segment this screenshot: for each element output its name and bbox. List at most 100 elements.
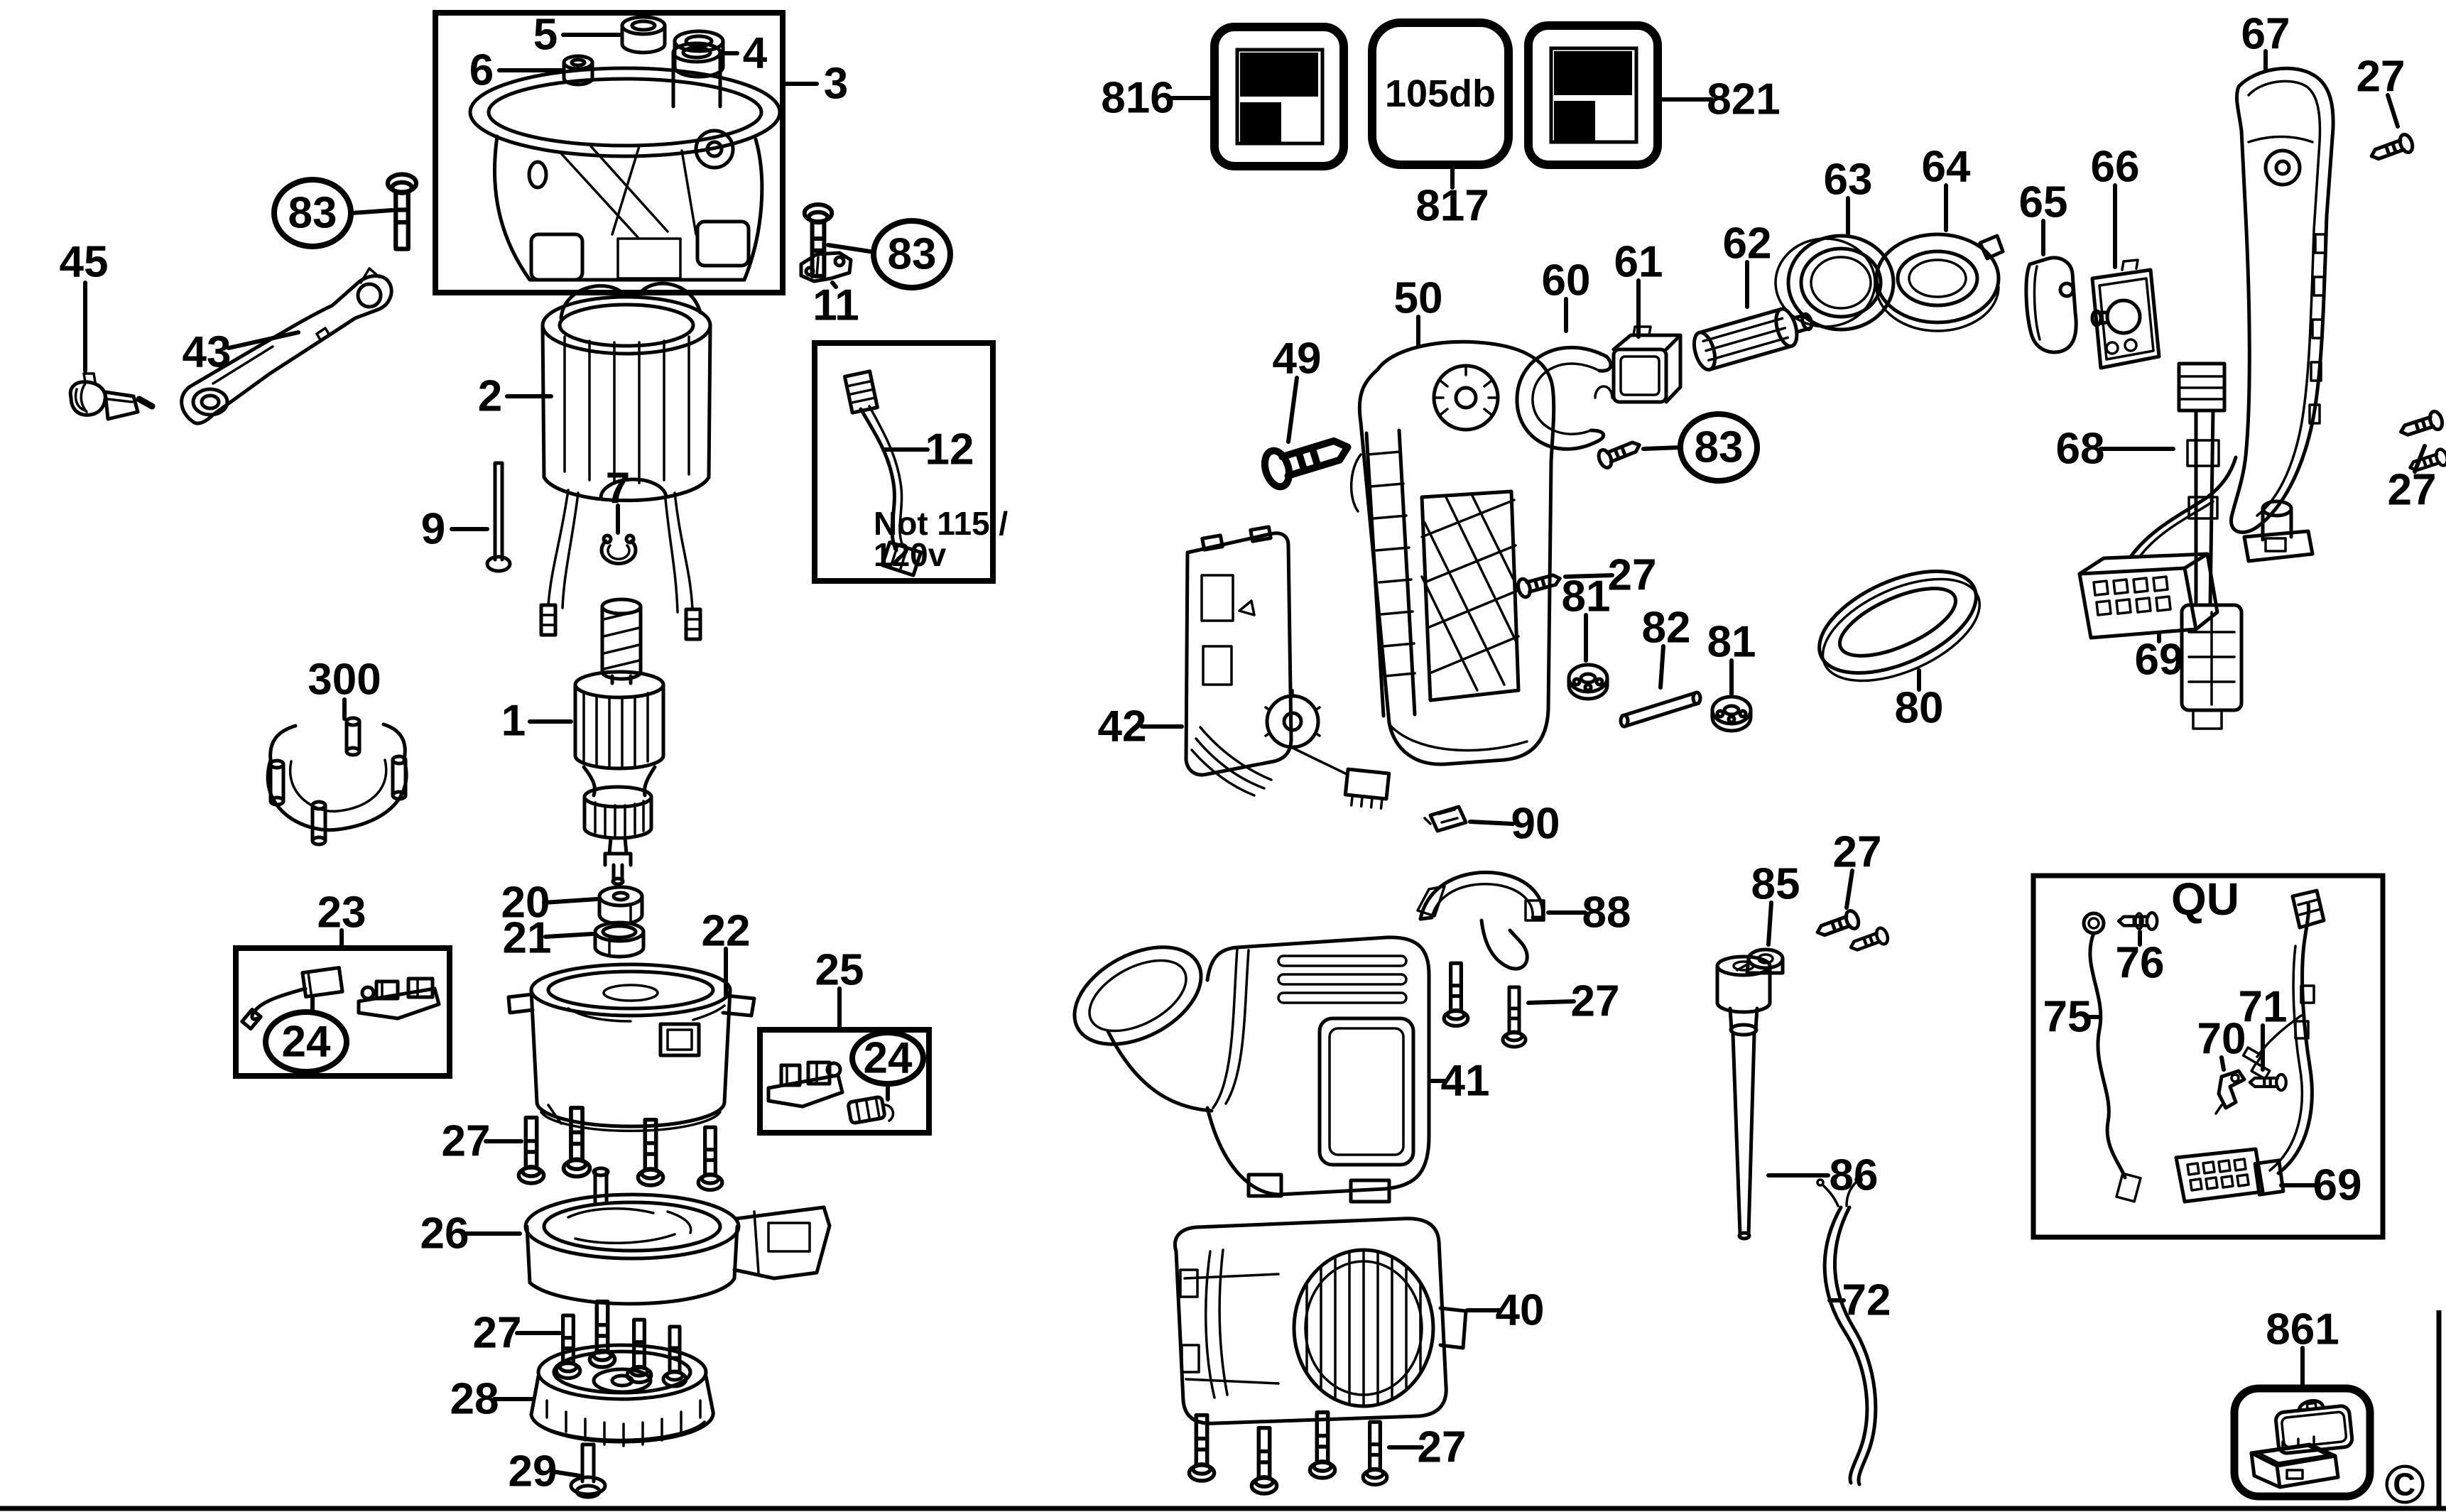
part-90-clip: [1423, 805, 1468, 833]
callout-leader-27: [1844, 869, 1854, 910]
callout-number-40: 40: [1496, 1286, 1545, 1335]
callout-76: 76: [2116, 930, 2165, 988]
callout-number-816: 816: [1101, 74, 1174, 123]
callout-number-27: 27: [442, 1117, 491, 1166]
callout-number-42: 42: [1098, 702, 1147, 751]
part-68-module: [2177, 361, 2244, 730]
callout-number-11: 11: [812, 281, 859, 330]
callout-number-9: 9: [421, 505, 445, 554]
callout-number-23: 23: [317, 888, 366, 937]
part-75-wire: [2082, 911, 2142, 1203]
callout-number-66: 66: [2091, 143, 2140, 192]
brush-wear-icon-821: [1524, 21, 1662, 169]
callout-number-43: 43: [183, 328, 232, 377]
part-25-brush-holder-set: [766, 1060, 895, 1125]
callout-number-88: 88: [1582, 888, 1631, 937]
callout-number-81: 81: [1707, 618, 1756, 667]
callout-62: 62: [1723, 219, 1771, 309]
noise-rating-badge: 105db: [1368, 18, 1513, 169]
callout-number-49: 49: [1273, 335, 1322, 384]
callout-number-41: 41: [1441, 1057, 1490, 1106]
part-20-bearing: [597, 885, 644, 926]
callout-leader-27: [2386, 93, 2400, 129]
frame-23: [233, 945, 452, 1079]
callout-number-27: 27: [2357, 53, 2406, 102]
part-69-harness-qu: [2174, 888, 2326, 1204]
callout-number-27: 27: [2388, 466, 2437, 515]
callout-number-81: 81: [1562, 572, 1611, 621]
callout-number-60: 60: [1542, 256, 1591, 305]
callout-number-61: 61: [1614, 238, 1663, 287]
callout-bubble-24: [849, 1030, 926, 1087]
part-83-screw-mid: [1597, 436, 1643, 469]
callout-number-45: 45: [60, 238, 109, 287]
callout-number-4: 4: [743, 29, 768, 78]
callout-81: 81: [1707, 618, 1756, 697]
callout-number-817: 817: [1415, 182, 1489, 231]
part-9-screw: [485, 461, 512, 573]
callout-number-64: 64: [1922, 143, 1971, 192]
callout-49: 49: [1273, 335, 1322, 444]
part-28-fan: [529, 1343, 715, 1447]
callout-23: 23: [317, 888, 366, 948]
callout-number-27: 27: [1833, 828, 1882, 877]
frame-25: [757, 1027, 932, 1136]
part-2-field-stator: [539, 281, 712, 641]
copyright-mark: ©: [2384, 1453, 2425, 1512]
callout-number-24: 24: [282, 1018, 331, 1067]
callout-20: 20: [501, 879, 599, 928]
callout-69: 69: [2279, 1161, 2362, 1210]
callout-leader-82: [1658, 644, 1665, 690]
callout-66: 66: [2091, 143, 2140, 269]
callout-65: 65: [2019, 178, 2067, 256]
callout-85: 85: [1751, 860, 1800, 947]
callout-29: 29: [509, 1447, 582, 1496]
callout-9: 9: [421, 505, 489, 554]
part-81-washer-left: [1569, 665, 1607, 699]
frame-3: [433, 10, 786, 295]
callout-leader-49: [1286, 376, 1299, 444]
callout-4: 4: [722, 29, 768, 78]
callout-86: 86: [1766, 1151, 1878, 1200]
part-5: [620, 15, 667, 55]
part-27-screw-trigger: [1516, 570, 1562, 599]
part-70-lever: [2214, 1069, 2246, 1115]
callout-number-22: 22: [702, 907, 751, 956]
callout-number-76: 76: [2116, 939, 2165, 988]
callout-number-24: 24: [864, 1034, 913, 1083]
voltage-note-line2: 120v: [874, 536, 947, 573]
callout-bubble-83: [1678, 411, 1760, 484]
callout-7: 7: [606, 464, 630, 535]
callout-number-29: 29: [509, 1447, 558, 1496]
callout-50: 50: [1394, 274, 1443, 349]
toolbox-icon: [2249, 1398, 2354, 1489]
callout-90: 90: [1468, 800, 1560, 849]
callout-82: 82: [1642, 604, 1690, 690]
callout-leader-20: [542, 897, 599, 905]
callout-75: 75: [2043, 993, 2102, 1042]
part-41-housing: [1072, 935, 1431, 1204]
part-21-ring: [593, 920, 646, 959]
part-3-gear-housing: [468, 41, 782, 282]
part-29-screw: [569, 1442, 607, 1499]
part-40-housing: [1173, 1217, 1468, 1425]
callout-number-7: 7: [606, 464, 630, 513]
callout-64: 64: [1922, 143, 1971, 232]
callout-2: 2: [478, 372, 553, 421]
callout-leader-85: [1766, 901, 1773, 947]
callout-number-26: 26: [420, 1209, 469, 1258]
callout-bubble-24: [263, 1009, 349, 1075]
callout-number-25: 25: [815, 946, 864, 995]
callout-60: 60: [1542, 256, 1591, 333]
callout-number-69: 69: [2313, 1161, 2362, 1210]
part-65: [2024, 256, 2078, 354]
callout-72: 72: [1827, 1276, 1891, 1325]
callout-number-300: 300: [308, 656, 381, 705]
callout-number-68: 68: [2056, 425, 2105, 474]
part-88-guard: [1416, 870, 1545, 971]
part-69-connector-mid: [2077, 455, 2238, 640]
callout-number-50: 50: [1394, 274, 1443, 323]
callout-6: 6: [469, 46, 563, 95]
